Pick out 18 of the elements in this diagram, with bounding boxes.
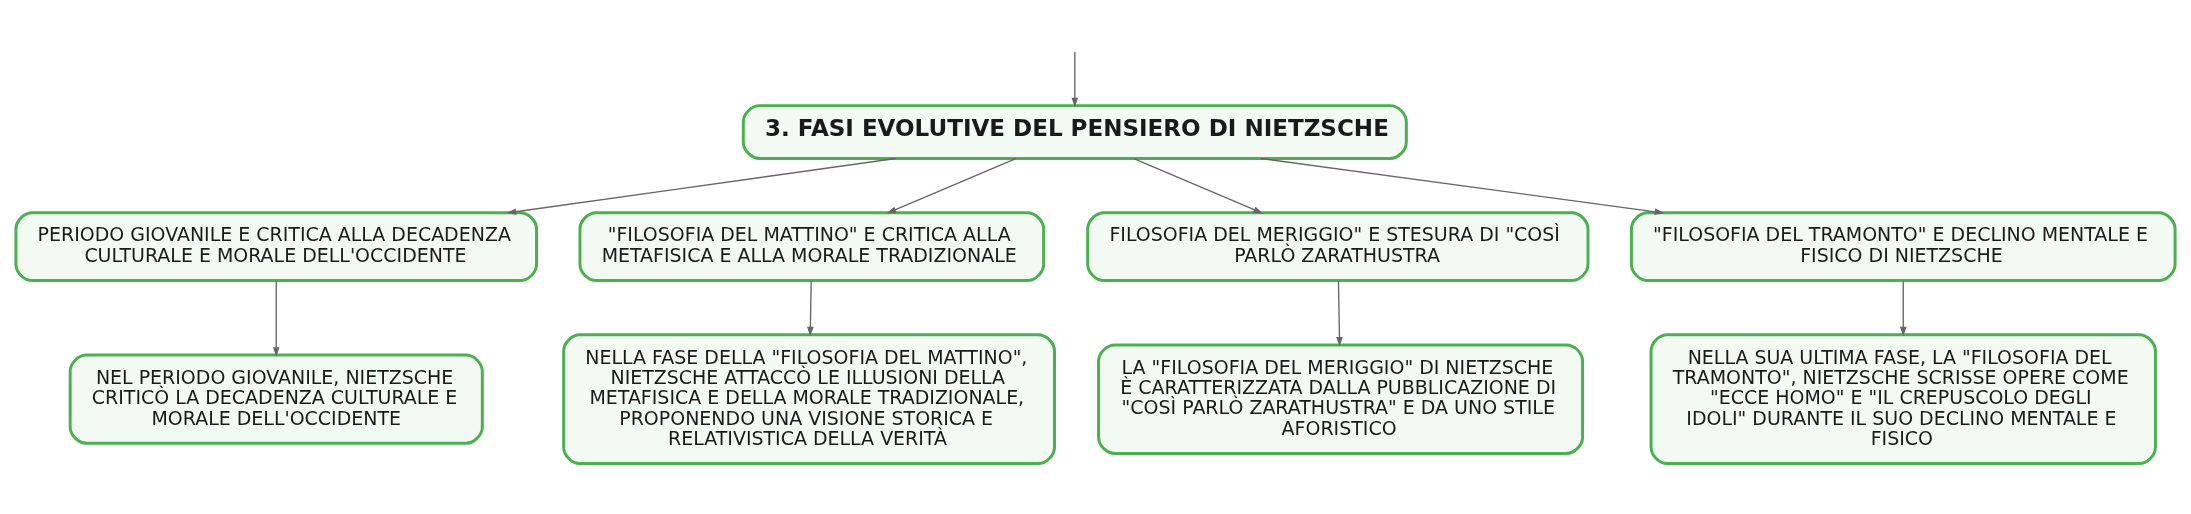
arrow	[506, 157, 897, 215]
node-box: "FILOSOFIA DEL TRAMONTO" E DECLINO MENTALE E FISICO DI NIETZSCHE	[1629, 211, 2177, 283]
arrow	[807, 280, 814, 337]
arrow	[1899, 280, 1907, 337]
node-box: NEL PERIODO GIOVANILE, NIETZSCHE CRITICÒ LA DECADENZA CULTURALE E MORALE DELL'OCCIDENTE	[68, 353, 484, 445]
node-box: FILOSOFIA DEL MERIGGIO" E STESURA DI "COSÌ PARLÒ ZARATHUSTRA	[1086, 211, 1590, 283]
arrow	[1260, 157, 1665, 216]
node-box: "FILOSOFIA DEL MATTINO" E CRITICA ALLA METAFISICA E ALLA MORALE TRADIZIONALE	[578, 211, 1046, 283]
arrow	[1071, 50, 1079, 108]
node-box: PERIODO GIOVANILE E CRITICA ALLA DECADENZA CULTURALE E MORALE DELL'OCCIDENTE	[14, 211, 539, 283]
node-box: LA "FILOSOFIA DEL MERIGGIO" DI NIETZSCHE È CARATTERIZZATA DALLA PUBBLICAZIONE DI "COSÌ PARLÒ ZARATHUSTRA" E DA UNO STILE AFORISTICO	[1097, 343, 1585, 455]
arrow	[886, 157, 1017, 214]
node-box: 3. FASI EVOLUTIVE DEL PENSIERO DI NIETZSCHE	[741, 104, 1408, 160]
arrow	[272, 280, 280, 357]
node-box: NELLA SUA ULTIMA FASE, LA "FILOSOFIA DEL TRAMONTO", NIETZSCHE SCRISSE OPERE COME "ECCE HOMO" E "IL CREPUSCOLO DEGLI IDOLI" DURANTE IL SUO DECLINO MENTALE E FISICO	[1649, 333, 2157, 466]
arrow	[1133, 157, 1263, 214]
arrow	[1336, 280, 1343, 347]
node-box: NELLA FASE DELLA "FILOSOFIA DEL MATTINO", NIETZSCHE ATTACCÒ LE ILLUSIONI DELLA METAFISICA E DELLA MORALE TRADIZIONALE, PROPONENDO UNA VISIONE STORICA E RELATIVISTICA DELLA VERITÀ	[562, 333, 1056, 466]
